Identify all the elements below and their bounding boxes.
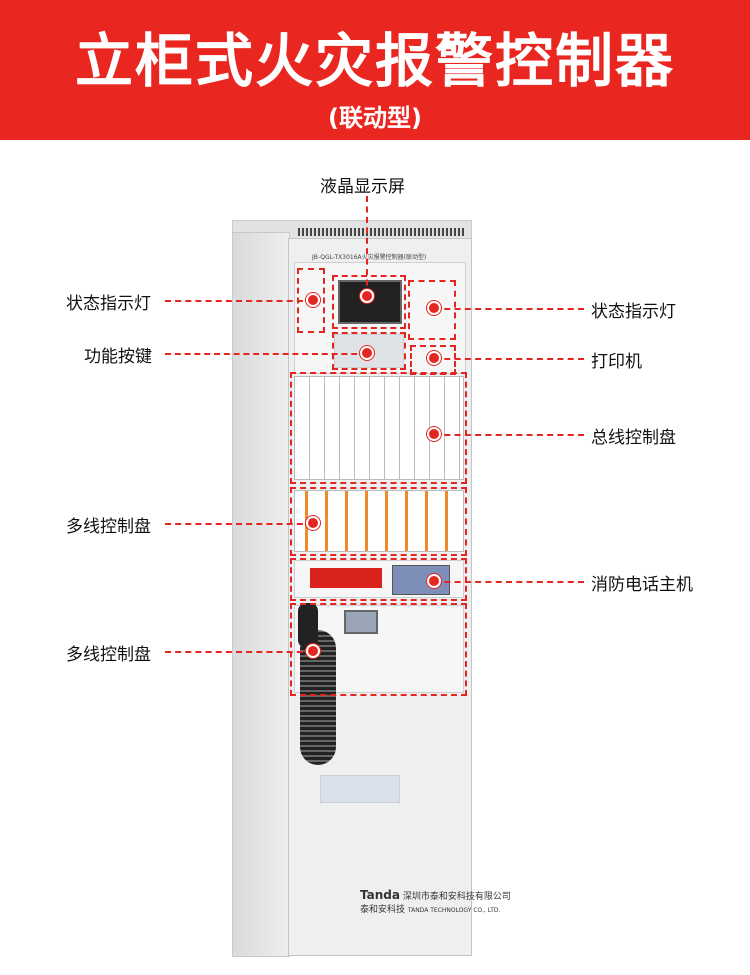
keys-outline [332, 332, 406, 370]
bus-control-panel [294, 376, 464, 480]
cabinet-side [232, 232, 290, 957]
leader-printer [434, 358, 584, 360]
marker-dot [360, 346, 374, 360]
marker-dot [427, 301, 441, 315]
bus-outline [290, 372, 467, 484]
broadcast-screen [344, 610, 378, 634]
leader-bus [434, 434, 584, 436]
multiline-outline [290, 487, 467, 556]
printer-outline [410, 345, 456, 375]
brand-cn: 泰和安科技 [360, 905, 406, 915]
brand-plate: Tanda 深圳市泰和安科技有限公司 泰和安科技 TANDA TECHNOLOG… [360, 888, 511, 915]
page-title: 立柜式火灾报警控制器 [74, 27, 675, 95]
broadcast-outline [290, 603, 467, 696]
label-bus: 总线控制盘 [591, 428, 676, 448]
keypad [334, 334, 404, 368]
label-printer: 打印机 [591, 352, 642, 372]
microphone [298, 603, 318, 648]
brand-logo: Tanda [360, 888, 400, 902]
lcd-outline [332, 275, 406, 329]
label-status-right: 状态指示灯 [591, 302, 676, 322]
status-right-outline [408, 280, 456, 340]
marker-dot [306, 516, 320, 530]
leader-multiline-1 [165, 523, 313, 525]
label-multiline-2: 多线控制盘 [66, 645, 151, 665]
marker-dot [360, 289, 374, 303]
marker-dot [306, 644, 320, 658]
leader-phone [434, 581, 584, 583]
phone-outline [290, 558, 467, 601]
title-banner: 立柜式火灾报警控制器 (联动型) [0, 0, 750, 140]
power-panel [320, 775, 400, 803]
label-lcd: 液晶显示屏 [320, 177, 405, 197]
label-status-left: 状态指示灯 [66, 294, 151, 314]
leader-lcd [366, 196, 368, 296]
page-subtitle: (联动型) [328, 104, 422, 132]
marker-dot [427, 351, 441, 365]
leader-status-left [165, 300, 313, 302]
model-plate: JB-QGL-TX3016A火灾报警控制器(联动型) [312, 254, 427, 261]
leader-multiline-2 [165, 651, 313, 653]
label-keys: 功能按键 [84, 347, 152, 367]
marker-dot [427, 574, 441, 588]
marker-dot [306, 293, 320, 307]
label-multiline-1: 多线控制盘 [66, 517, 151, 537]
marker-dot [427, 427, 441, 441]
red-module [310, 568, 382, 588]
company-en: TANDA TECHNOLOGY CO., LTD. [407, 907, 501, 914]
leader-status-right [434, 308, 584, 310]
vent-grille [298, 228, 464, 236]
leader-keys [165, 353, 367, 355]
company-name: 深圳市泰和安科技有限公司 [402, 892, 511, 902]
label-phone: 消防电话主机 [591, 575, 693, 595]
multiline-control-panel [294, 490, 464, 552]
